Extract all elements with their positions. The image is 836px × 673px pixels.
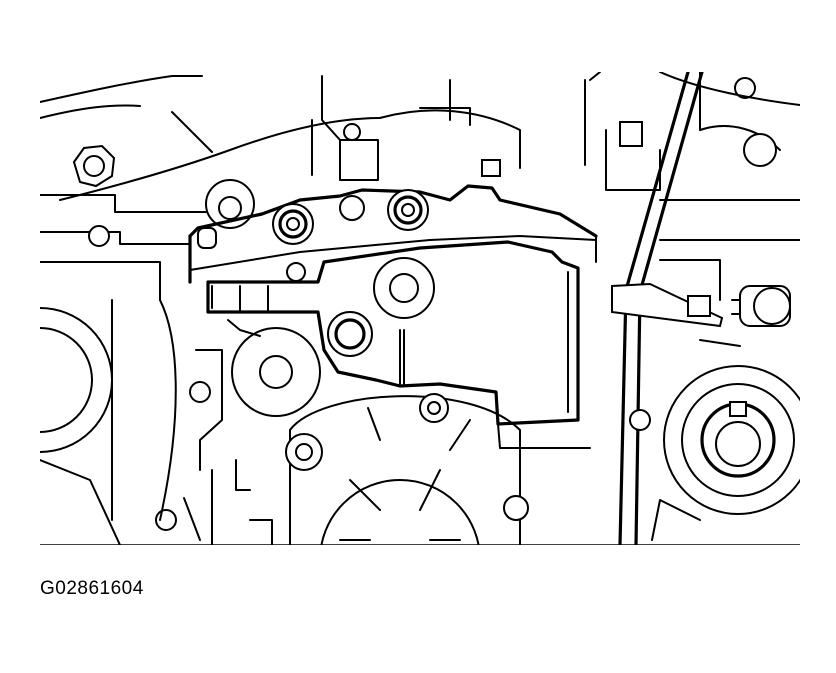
bracket-tab-top xyxy=(481,159,501,177)
pump-bolt-left xyxy=(155,509,177,531)
lower-left-casting xyxy=(40,459,273,545)
upper-housing xyxy=(40,72,800,245)
bracket-bolt-1 xyxy=(272,203,314,245)
dowel-upper xyxy=(339,195,365,221)
idler-boss xyxy=(205,179,255,229)
bracket-edge-detail xyxy=(227,319,261,337)
pump-bolt-right xyxy=(503,495,529,521)
right-hex-bolt xyxy=(687,285,791,327)
small-bolt-left-mid xyxy=(189,381,211,403)
dowel-mid xyxy=(286,262,306,282)
crank-pulley xyxy=(629,339,800,541)
top-mount-stud xyxy=(343,123,361,141)
small-bolt-left xyxy=(88,225,110,247)
hex-bolt-upper-left xyxy=(72,144,116,188)
bracket-left-leg xyxy=(195,349,223,471)
right-bracket xyxy=(605,77,800,301)
top-mount-block xyxy=(339,139,379,181)
bracket-plate xyxy=(206,240,591,449)
bracket-tab-left xyxy=(197,227,217,249)
idler-pulley xyxy=(231,327,321,417)
figure-code-label: G02861604 xyxy=(40,578,144,599)
bracket-bolt-3 xyxy=(327,311,373,357)
bracket-upper-strip xyxy=(188,184,598,284)
water-pump xyxy=(155,393,529,545)
bracket-bolt-4 xyxy=(373,257,435,319)
left-pulley xyxy=(40,261,177,521)
bracket-bolt-2 xyxy=(387,189,429,231)
